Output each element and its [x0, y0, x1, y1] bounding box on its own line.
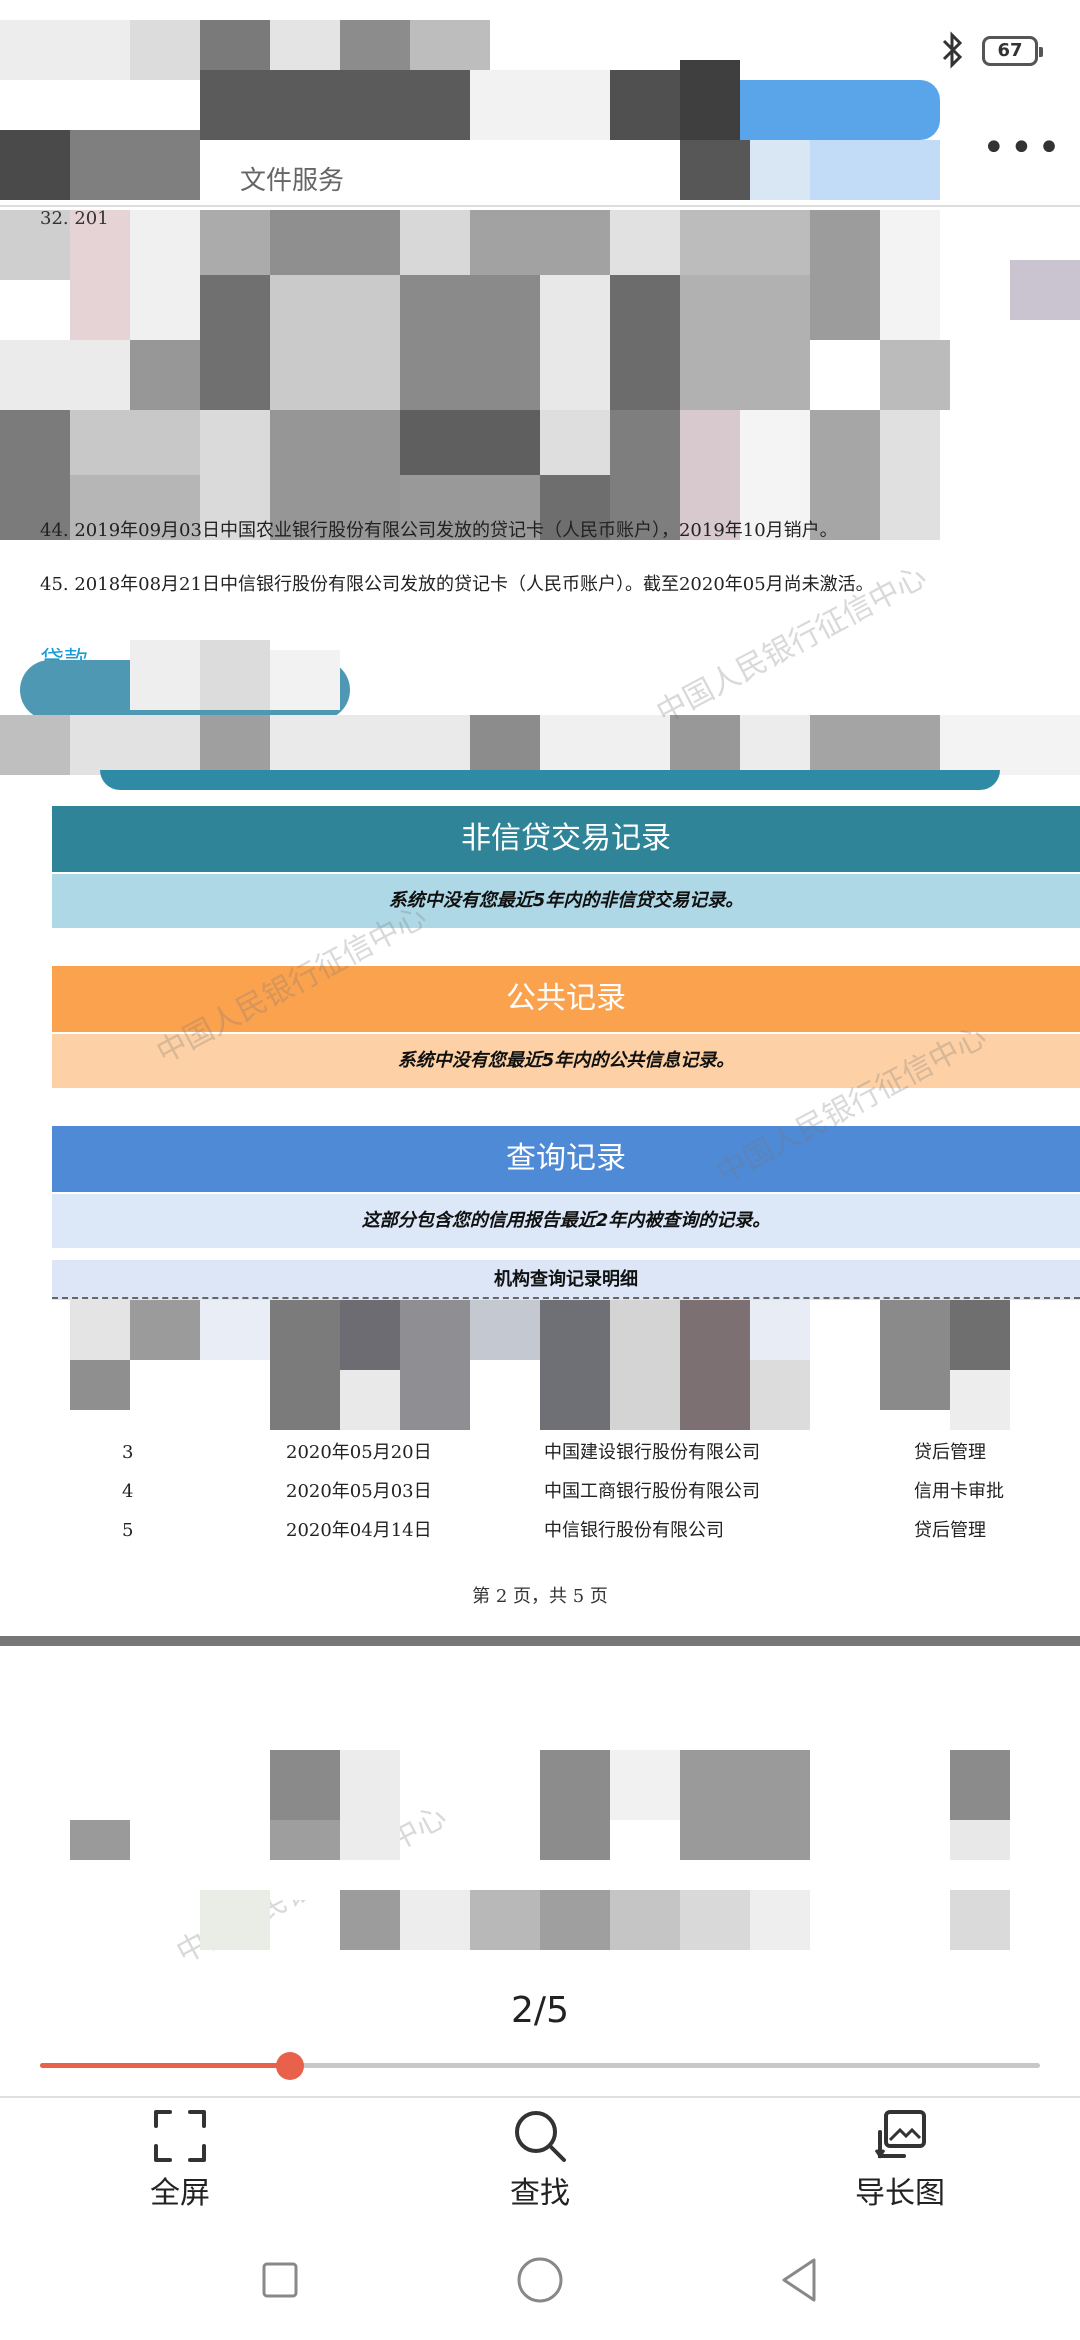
fullscreen-button[interactable]: 全屏 [90, 2108, 270, 2211]
search-label: 查找 [510, 2176, 570, 2211]
page-slider-progress [40, 2063, 290, 2068]
page-slider-thumb[interactable] [276, 2052, 304, 2080]
table-row: 5 2020年04月14日 中信银行股份有限公司 贷后管理 [52, 1512, 1080, 1550]
redacted-loan-area [0, 640, 1080, 790]
viewer-controls-panel [0, 1980, 1080, 2340]
export-long-image-button[interactable]: 导长图 [810, 2108, 990, 2211]
status-bar: 67 [0, 0, 1080, 100]
redacted-table-rows [0, 1300, 1080, 1430]
row-number: 3 [122, 1442, 134, 1463]
row-date: 2020年04月14日 [286, 1520, 432, 1541]
export-long-image-icon [874, 2110, 926, 2159]
list-line-32: 32. 201 [40, 208, 109, 229]
battery-icon: 67 [982, 36, 1043, 66]
row-date: 2020年05月20日 [286, 1442, 432, 1463]
row-reason: 贷后管理 [914, 1520, 986, 1541]
row-reason: 信用卡审批 [914, 1481, 1004, 1502]
export-long-image-label: 导长图 [855, 2176, 945, 2211]
row-date: 2020年05月03日 [286, 1481, 432, 1502]
inquiry-detail-subheading: 机构查询记录明细 [52, 1260, 1080, 1300]
recent-apps-icon[interactable] [250, 2250, 310, 2310]
inquiry-records-header: 查询记录 [52, 1126, 1080, 1192]
page-indicator: 2/5 [511, 1990, 569, 2031]
battery-level: 67 [997, 40, 1023, 61]
more-dots-icon[interactable]: ••• [982, 125, 1065, 171]
page-slider[interactable] [40, 2052, 1040, 2080]
table-row: 4 2020年05月03日 中国工商银行股份有限公司 信用卡审批 [52, 1473, 1080, 1511]
home-icon[interactable] [510, 2250, 570, 2310]
row-organization: 中信银行股份有限公司 [544, 1520, 724, 1541]
row-number: 5 [122, 1520, 134, 1541]
search-button[interactable]: 查找 [450, 2108, 630, 2211]
search-icon [515, 2111, 566, 2162]
redacted-next-page [0, 1750, 1080, 1990]
list-line-44: 44. 2019年09月03日中国农业银行股份有限公司发放的贷记卡（人民币账户）… [40, 520, 838, 541]
page-separator [0, 1636, 1080, 1646]
inquiry-records-message: 这部分包含您的信用报告最近2年内被查询的记录。 [52, 1194, 1080, 1248]
toolbar-divider [0, 2096, 1080, 2098]
row-reason: 贷后管理 [914, 1442, 986, 1463]
public-records-message: 系统中没有您最近5年内的公共信息记录。 [52, 1034, 1080, 1088]
bluetooth-icon [940, 30, 970, 70]
document-title: 文件服务 [240, 166, 345, 196]
fullscreen-icon [154, 2110, 206, 2162]
row-organization: 中国建设银行股份有限公司 [544, 1442, 760, 1463]
public-records-header: 公共记录 [52, 966, 1080, 1032]
non-credit-records-header: 非信贷交易记录 [52, 806, 1080, 872]
table-dashed-rule [52, 1297, 1080, 1299]
row-number: 4 [122, 1481, 134, 1502]
non-credit-records-message: 系统中没有您最近5年内的非信贷交易记录。 [52, 874, 1080, 928]
back-icon[interactable] [770, 2250, 830, 2310]
table-row: 3 2020年05月20日 中国建设银行股份有限公司 贷后管理 [52, 1434, 1080, 1472]
fullscreen-label: 全屏 [150, 2176, 210, 2211]
header-divider [0, 205, 1080, 207]
redacted-header-area [0, 20, 1080, 560]
page-footer: 第 2 页，共 5 页 [472, 1586, 608, 1607]
row-organization: 中国工商银行股份有限公司 [544, 1481, 760, 1502]
list-line-45: 45. 2018年08月21日中信银行股份有限公司发放的贷记卡（人民币账户）。截… [40, 574, 874, 595]
